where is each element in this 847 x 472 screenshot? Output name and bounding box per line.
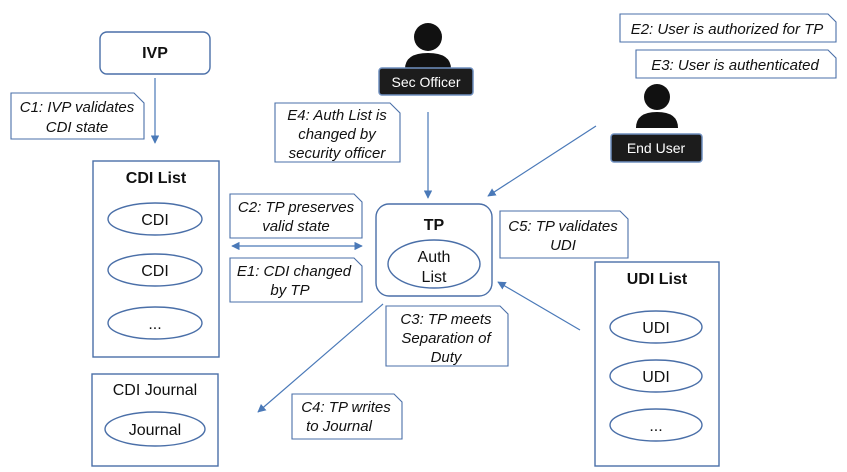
udi-item-label: UDI (642, 369, 670, 386)
person-icon (636, 84, 678, 128)
end-user-label: End User (627, 140, 686, 156)
journal-item (104, 411, 206, 447)
note-e1-line2: by TP (270, 282, 309, 299)
sec-officer-label: Sec Officer (392, 74, 461, 90)
note-c2: C2: TP preserves valid state (229, 193, 363, 239)
udi-list-label: UDI List (627, 271, 688, 288)
cdi-item-ellipsis (107, 306, 203, 340)
udi-item-ellipsis (609, 408, 703, 442)
arrow-end-user-to-tp (487, 125, 597, 197)
note-c3-line3: Duty (431, 349, 463, 366)
note-e2: E2: User is authorized for TP (619, 13, 837, 43)
note-c4-line1: C4: TP writes (301, 399, 391, 416)
ivp-box (99, 31, 211, 75)
sec-officer-badge (378, 67, 474, 96)
udi-item (609, 359, 703, 393)
note-c1: C1: IVP validates CDI state (10, 92, 145, 140)
note-c2-line1: C2: TP preserves (238, 199, 355, 216)
note-c2-line2: valid state (262, 218, 330, 235)
cdi-item-label: CDI (141, 212, 169, 229)
note-e1: E1: CDI changed by TP (229, 257, 363, 303)
note-e4-line1: E4: Auth List is (287, 107, 387, 124)
note-c1-line1: C1: IVP validates (20, 99, 135, 116)
end-user-actor: End User (610, 84, 703, 163)
cdi-item (107, 202, 203, 236)
cdi-item-label: CDI (141, 263, 169, 280)
sec-officer-actor: Sec Officer (378, 23, 474, 96)
ivp-label: IVP (142, 45, 168, 62)
note-e4-line3: security officer (289, 145, 387, 162)
udi-item-ellipsis-label: ... (649, 418, 662, 435)
note-c4-line2: to Journal (306, 418, 373, 435)
person-icon (405, 23, 451, 69)
udi-item-label: UDI (642, 320, 670, 337)
note-c1-line2: CDI state (46, 119, 109, 136)
note-c3: C3: TP meets Separation of Duty (385, 305, 509, 367)
note-e4-line2: changed by (298, 126, 377, 143)
auth-list-item (387, 239, 481, 289)
tp-label: TP (424, 217, 445, 234)
cdi-item (107, 253, 203, 287)
end-user-badge (610, 133, 703, 163)
arrow-udi-list-to-tp (497, 281, 581, 331)
journal-item-label: Journal (129, 422, 181, 439)
auth-list-label-line1: Auth (418, 249, 451, 266)
note-c5: C5: TP validates UDI (499, 210, 629, 259)
note-e1-line1: E1: CDI changed (237, 263, 352, 280)
note-e3: E3: User is authenticated (635, 49, 837, 79)
cdi-list-label: CDI List (126, 170, 187, 187)
cdi-journal-label: CDI Journal (113, 382, 197, 399)
arrow-tp-to-journal (257, 303, 384, 413)
note-c3-line1: C3: TP meets (400, 311, 492, 328)
note-c3-line2: Separation of (401, 330, 492, 347)
udi-item (609, 310, 703, 344)
auth-list-label-line2: List (422, 269, 447, 286)
note-e3-line1: E3: User is authenticated (651, 57, 819, 74)
cdi-item-ellipsis-label: ... (148, 316, 161, 333)
note-e4: E4: Auth List is changed by security off… (274, 102, 401, 163)
note-c4: C4: TP writes to Journal (291, 393, 403, 440)
note-c5-line1: C5: TP validates (508, 218, 618, 235)
note-c5-line2: UDI (550, 237, 576, 254)
note-e2-line1: E2: User is authorized for TP (631, 21, 824, 38)
